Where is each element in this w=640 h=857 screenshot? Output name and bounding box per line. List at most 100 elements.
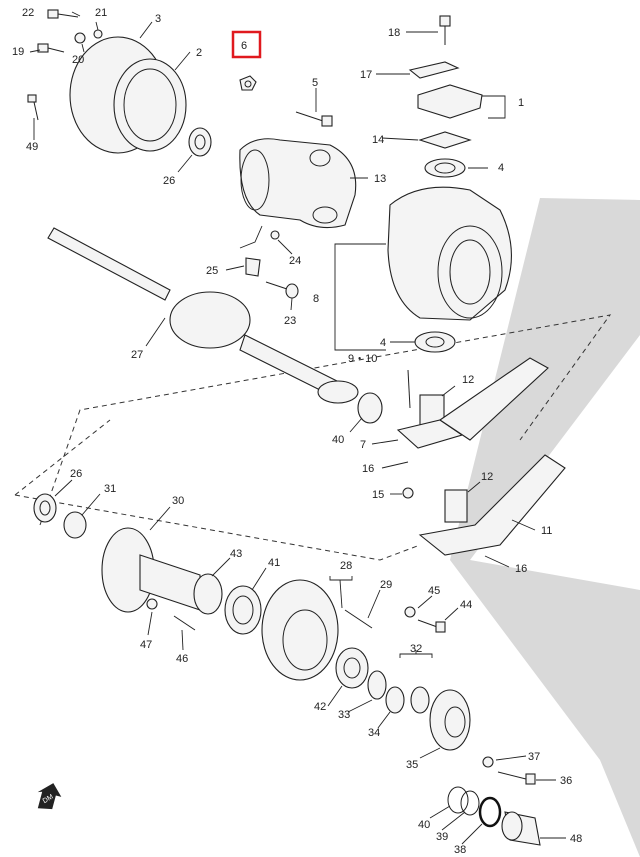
part-snap-ring-40-lower <box>447 786 469 814</box>
part-bolt-22 <box>47 9 79 19</box>
part-seal-43 <box>193 573 223 615</box>
part-axle-27 <box>47 227 359 404</box>
callout-5: 5 <box>312 77 318 89</box>
callout-24: 24 <box>289 255 301 267</box>
callout-18: 18 <box>388 27 400 39</box>
direction-arrow-icon: DM <box>37 783 62 810</box>
part-bearing-4-lower <box>414 331 456 353</box>
part-plate-17 <box>408 61 460 79</box>
part-snap-ring-39 <box>460 790 480 816</box>
part-flange-35 <box>429 689 471 751</box>
part-seal-26-lower <box>33 493 57 523</box>
callout-12-upper: 12 <box>462 374 474 386</box>
part-bearing-42 <box>335 647 369 689</box>
callout-40-upper: 40 <box>332 434 344 446</box>
callout-7: 7 <box>360 439 366 451</box>
part-spindle-30 <box>101 527 201 613</box>
part-arm-upper <box>439 357 549 441</box>
part-bolt-44 <box>417 619 446 633</box>
callout-26-lower: 26 <box>70 468 82 480</box>
part-grease-fitting-47 <box>146 598 158 610</box>
part-o-ring-38 <box>478 796 502 828</box>
callout-46: 46 <box>176 653 188 665</box>
orientation-badge-text: DM <box>42 793 55 805</box>
part-nut-15 <box>402 487 414 499</box>
part-cap-48 <box>501 811 541 846</box>
callout-8: 8 <box>313 293 319 305</box>
callout-labels: 22 21 3 6 18 19 20 2 17 5 1 49 14 4 13 2… <box>12 7 582 856</box>
callout-47: 47 <box>140 639 152 651</box>
callout-45: 45 <box>428 585 440 597</box>
callout-37: 37 <box>528 751 540 763</box>
part-stud-9-10 <box>407 369 411 409</box>
part-shim-34 <box>385 686 405 714</box>
part-clip-25 <box>245 257 261 277</box>
callout-38: 38 <box>454 844 466 856</box>
callout-42: 42 <box>314 701 326 713</box>
callout-41: 41 <box>268 557 280 569</box>
callout-43: 43 <box>230 548 242 560</box>
callout-20: 20 <box>72 54 84 66</box>
highlight-box <box>231 30 262 59</box>
callout-33: 33 <box>338 709 350 721</box>
leader-lines <box>29 11 566 845</box>
callout-22: 22 <box>22 7 34 19</box>
part-housing-2 <box>69 36 187 154</box>
part-seal-31 <box>63 511 87 539</box>
callout-31: 31 <box>104 483 116 495</box>
part-bearing-4-upper <box>424 158 466 178</box>
callout-23: 23 <box>284 315 296 327</box>
part-hub-28 <box>261 579 339 681</box>
callout-6: 6 <box>241 40 247 52</box>
callout-29: 29 <box>380 579 392 591</box>
callout-40-lower: 40 <box>418 819 430 831</box>
part-bearing-41 <box>224 585 262 635</box>
callout-1: 1 <box>518 97 524 109</box>
part-knuckle-8 <box>387 186 512 321</box>
part-washer-21 <box>93 29 103 39</box>
callout-39: 39 <box>436 831 448 843</box>
part-stud-29 <box>344 609 373 629</box>
callout-14: 14 <box>372 134 384 146</box>
part-bolt-23 <box>265 281 299 299</box>
part-nut-6 <box>239 75 257 91</box>
callout-35: 35 <box>406 759 418 771</box>
callout-48: 48 <box>570 833 582 845</box>
part-gasket-14 <box>418 131 472 149</box>
part-pin-12-lower <box>444 489 468 523</box>
part-ring-40-upper <box>357 392 383 424</box>
callout-13: 13 <box>374 173 386 185</box>
callout-9-10: 9・10 <box>348 353 377 365</box>
callout-12-lower: 12 <box>481 471 493 483</box>
callout-28: 28 <box>340 560 352 572</box>
part-bolt-49 <box>27 94 39 121</box>
callout-16-lower: 16 <box>515 563 527 575</box>
part-cap-1 <box>417 84 483 119</box>
callout-21: 21 <box>95 7 107 19</box>
part-bolt-46 <box>173 615 196 631</box>
callout-4-upper: 4 <box>498 162 504 174</box>
part-shim-32 <box>410 686 430 714</box>
callout-25: 25 <box>206 265 218 277</box>
part-bolt-36 <box>497 771 536 785</box>
part-bolt-18 <box>439 15 451 45</box>
callout-17: 17 <box>360 69 372 81</box>
part-ring-33 <box>367 670 387 700</box>
assembly-boundary-lower <box>14 419 421 561</box>
callout-3: 3 <box>155 13 161 25</box>
part-bolt-5 <box>295 111 333 127</box>
part-washer-24 <box>270 230 280 240</box>
callout-27: 27 <box>131 349 143 361</box>
part-washer-20 <box>74 32 86 44</box>
callout-16-upper: 16 <box>362 463 374 475</box>
background-shade <box>450 198 640 857</box>
callout-36: 36 <box>560 775 572 787</box>
part-arm-11 <box>418 454 566 556</box>
assembly-boundary-upper <box>39 314 612 526</box>
callout-49: 49 <box>26 141 38 153</box>
callout-15: 15 <box>372 489 384 501</box>
callout-4-lower: 4 <box>380 337 386 349</box>
callout-2: 2 <box>196 47 202 59</box>
part-washer-45 <box>404 606 416 618</box>
